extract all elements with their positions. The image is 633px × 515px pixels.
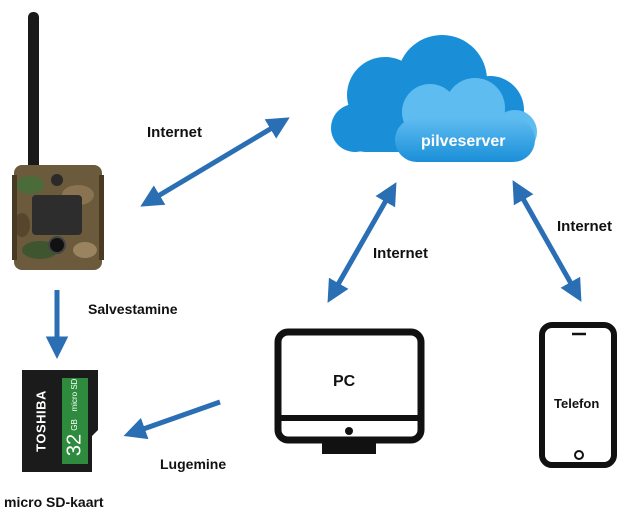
camera-ir-panel	[32, 195, 82, 235]
label-pc: PC	[333, 373, 356, 390]
arrow-pc-cloud	[327, 182, 397, 303]
arrow-camera-cloud	[140, 117, 290, 207]
sd-capacity-unit: GB	[70, 419, 79, 431]
sd-spec-text: micro SD	[70, 378, 79, 411]
monitor-stand	[322, 440, 376, 454]
label-internet-phone: Internet	[557, 218, 613, 235]
label-salvestamine: Salvestamine	[88, 301, 178, 317]
monitor-icon	[274, 328, 425, 454]
label-lugemine: Lugemine	[160, 456, 227, 472]
camera-lens	[48, 236, 66, 254]
trail-camera-icon	[12, 12, 104, 270]
arrow-pc-sd	[123, 399, 221, 440]
label-sd-card: micro SD-kaart	[4, 494, 104, 510]
smartphone-icon	[539, 322, 617, 468]
sd-card-icon: TOSHIBA 32 GB micro SD	[22, 370, 98, 472]
label-phone: Telefon	[554, 396, 600, 411]
arrow-phone-cloud	[512, 180, 582, 302]
sd-capacity: 32	[63, 434, 85, 456]
phone-frame	[539, 322, 617, 468]
label-cloud: pilveserver	[421, 133, 506, 150]
label-internet-camera: Internet	[147, 124, 203, 141]
sd-brand: TOSHIBA	[33, 390, 48, 452]
cloud-icon	[331, 35, 537, 162]
label-internet-pc: Internet	[373, 245, 429, 262]
camera-antenna	[28, 12, 39, 177]
